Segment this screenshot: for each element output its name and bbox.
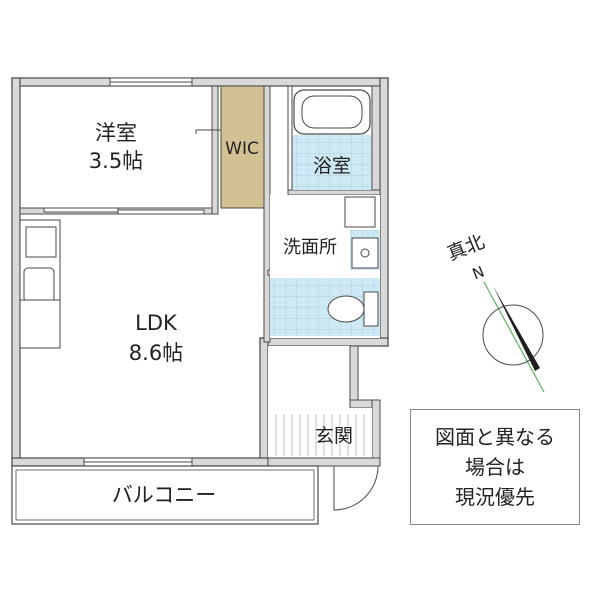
entrance-floor [275,414,365,456]
disclaimer-line-3: 現況優先 [455,485,535,509]
north-compass: 真北 N [444,231,545,393]
balcony-area [11,465,319,525]
western-room-name: 洋室 [95,121,137,145]
washroom-label: 洗面所 [283,237,337,258]
compass-circle [482,304,544,366]
north-letter: N [470,262,487,283]
ldk-label: LDK [135,311,178,335]
toilet-bowl [327,295,365,323]
top-window [109,77,193,87]
wic-label: WIC [225,139,259,159]
bathroom-floor [292,135,380,190]
bathroom-label: 浴室 [313,155,351,177]
ldk-size: 8.6帖 [129,341,183,365]
western-room-size: 3.5帖 [89,149,143,173]
sliding-door [43,207,205,215]
compass-needle [493,286,540,371]
disclaimer-line-1: 図面と異なる [435,425,555,449]
entrance-label: 玄関 [315,425,353,447]
true-north-label: 真北 [444,231,487,266]
kitchen-counter [19,219,61,349]
disclaimer-line-2: 場合は [465,455,525,479]
toilet-tank [363,291,379,327]
disclaimer-note: 図面と異なる 場合は 現況優先 [410,409,580,525]
wic-area [220,85,265,209]
north-line [483,281,545,393]
ldk-window [83,457,193,467]
front-door [333,465,379,511]
washing-machine-pan [344,196,376,228]
vanity-sink [351,237,379,269]
balcony-label: バルコニー [112,483,217,507]
